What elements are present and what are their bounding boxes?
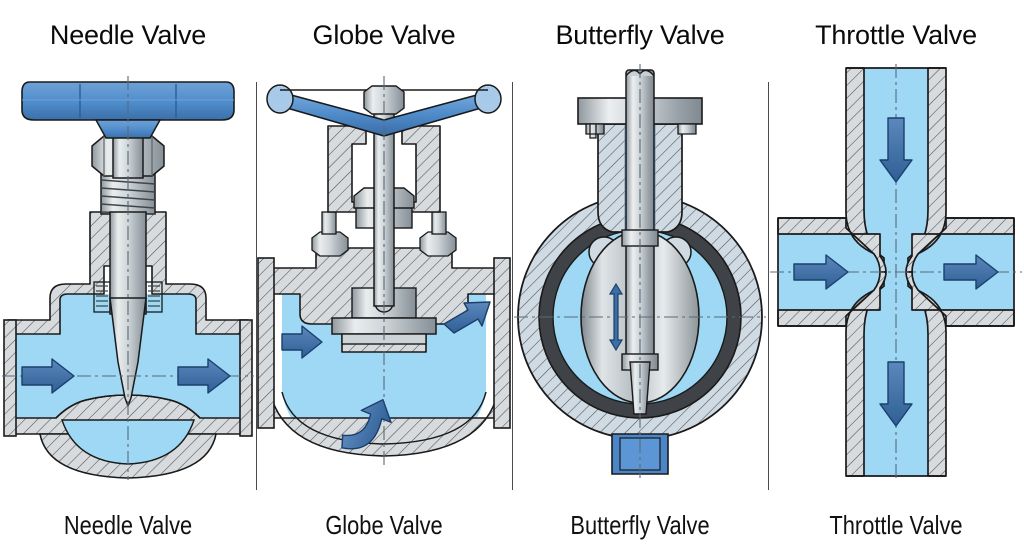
needle-valve-packing-spring (96, 285, 160, 307)
panel-globe-valve: Globe Valve (256, 0, 512, 559)
butterfly-valve-flange-bolts (585, 123, 697, 139)
panel-divider-1 (256, 82, 257, 490)
panel-title-butterfly-valve: Butterfly Valve (555, 20, 725, 50)
butterfly-valve-disc-rotation-arrow (608, 282, 624, 352)
panel-divider-2 (512, 82, 513, 490)
throttle-valve-left-inlet-arrow (793, 254, 849, 290)
butterfly-valve-drawing (512, 62, 768, 482)
globe-valve-curved-flow-arrow (341, 398, 392, 450)
panel-caption-throttle-valve: Throttle Valve (829, 510, 963, 540)
needle-valve-inlet-flow-arrow (21, 358, 75, 394)
throttle-valve-bottom-outlet-arrow (879, 361, 913, 427)
panel-caption-needle-valve: Needle Valve (63, 510, 193, 540)
panel-throttle-valve: Throttle Valve (768, 0, 1024, 559)
panel-divider-3 (768, 82, 769, 490)
globe-valve-outlet-flow-arrow (443, 301, 491, 334)
throttle-valve-top-inlet-arrow (879, 117, 913, 183)
needle-valve-drawing (0, 62, 256, 482)
panel-caption-globe-valve: Globe Valve (325, 510, 443, 540)
panel-caption-butterfly-valve: Butterfly Valve (570, 510, 710, 540)
panel-title-needle-valve: Needle Valve (49, 20, 207, 50)
panel-needle-valve: Needle Valve (0, 0, 256, 559)
panel-title-globe-valve: Globe Valve (312, 20, 456, 50)
panel-title-throttle-valve: Throttle Valve (815, 20, 977, 50)
globe-valve-inlet-flow-arrow (281, 325, 323, 359)
needle-valve-outlet-flow-arrow (177, 358, 231, 394)
globe-valve-flange-bolts (311, 211, 457, 257)
butterfly-valve-centerline (514, 64, 766, 478)
panel-butterfly-valve: Butterfly Valve (512, 0, 768, 559)
throttle-valve-drawing (768, 62, 1024, 482)
throttle-valve-right-outlet-arrow (943, 254, 999, 290)
globe-valve-drawing (256, 62, 512, 482)
